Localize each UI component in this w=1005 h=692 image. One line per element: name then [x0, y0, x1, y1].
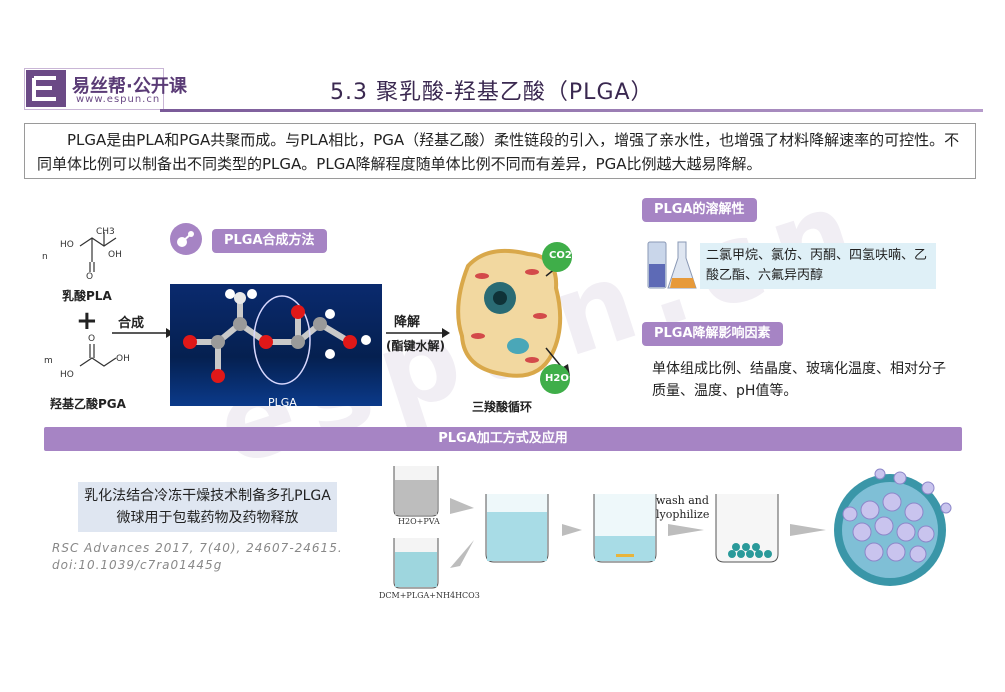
logo-text: 易丝帮·公开课: [72, 76, 187, 97]
h2o-label: H2O: [545, 373, 569, 384]
plga-molecule-image: [170, 284, 382, 406]
chem-ch3: CH3: [96, 227, 115, 237]
monomer-pga-label: 羟基乙酸PGA: [50, 397, 126, 411]
glycolic-acid-structure: [79, 344, 117, 367]
chem-n-1: n: [42, 252, 48, 262]
method-description: 乳化法结合冷冻干燥技术制备多孔PLGA微球用于包载药物及药物释放: [78, 482, 337, 532]
chem-ho-2: HO: [60, 370, 74, 380]
beaker-dcm-plga-label: DCM+PLGA+NH4HCO3: [379, 591, 480, 600]
plus-sign: +: [76, 306, 98, 336]
processing-banner: PLGA加工方式及应用: [44, 427, 962, 451]
flask-icon: [647, 241, 697, 289]
logo-mark-icon: [26, 70, 66, 107]
degradation-factors-text: 单体组成比例、结晶度、玻璃化温度、相对分子质量、温度、pH值等。: [652, 361, 946, 399]
intro-paragraph: PLGA是由PLA和PGA共聚而成。与PLA相比，PGA（羟基乙酸）柔性链段的引…: [24, 123, 976, 179]
degradation-sub-label: (酯键水解): [386, 339, 445, 353]
chem-oh-2: OH: [116, 354, 130, 364]
chem-ho-1: HO: [60, 240, 74, 250]
degradation-label: 降解: [394, 315, 421, 330]
chem-oh-1: OH: [108, 250, 122, 260]
co2-bubble-icon: [542, 242, 572, 272]
logo-url: www.espun.cn: [76, 94, 161, 105]
chem-n-2: m: [44, 356, 53, 366]
co2-label: CO2: [549, 250, 572, 261]
plga-caption: PLGA: [268, 396, 297, 409]
chem-o-2: O: [88, 334, 96, 344]
h2o-bubble-icon: [540, 364, 570, 394]
lactic-acid-structure: [79, 232, 117, 272]
beaker-water-pva-label: H2O+PVA: [398, 517, 440, 526]
citation: RSC Advances 2017, 7(40), 24607-24615. d…: [52, 541, 343, 572]
synthesis-pill: PLGA合成方法: [212, 229, 327, 253]
process-diagram: [393, 466, 952, 589]
wash-lyophilize-label: wash and lyophilize: [656, 494, 710, 521]
degradation-arrow-icon: [386, 328, 450, 338]
tca-cycle-label: 三羧酸循环: [472, 400, 533, 414]
title-divider: [160, 109, 983, 112]
chem-o-1: O: [86, 272, 94, 282]
monomer-pla-label: 乳酸PLA: [62, 289, 112, 303]
solvent-list: 二氯甲烷、氯仿、丙酮、四氢呋喃、乙酸乙酯、六氟异丙醇: [700, 243, 936, 289]
synthesis-arrow-label: 合成: [118, 316, 145, 331]
solubility-pill: PLGA的溶解性: [642, 198, 757, 222]
synthesis-icon: [170, 223, 202, 255]
degradation-factors-pill: PLGA降解影响因素: [642, 322, 783, 346]
page-title: 5.3 聚乳酸-羟基乙酸（PLGA）: [330, 80, 654, 105]
